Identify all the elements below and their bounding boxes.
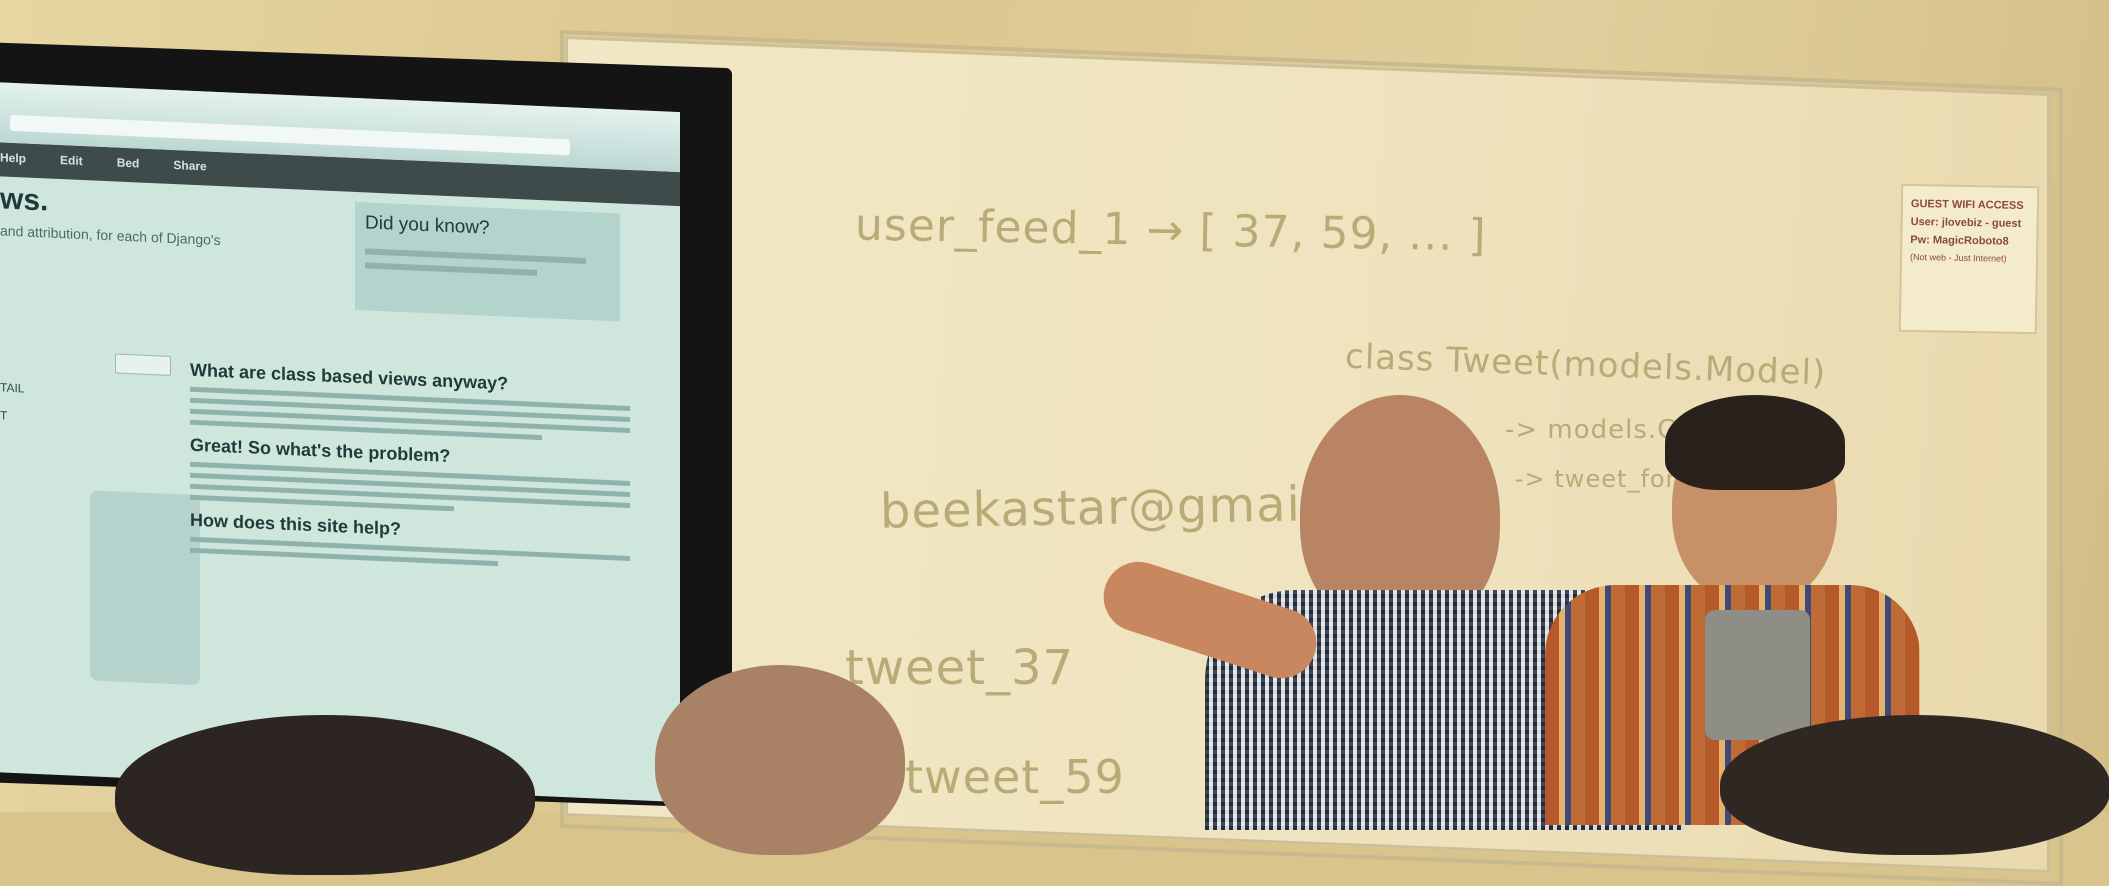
sign-line-3: Pw: MagicRoboto8 [1910, 233, 2009, 248]
audience-head [115, 715, 535, 875]
article: What are class based views anyway? Great… [190, 350, 630, 578]
text-line [365, 262, 537, 276]
menu-edit[interactable]: Edit [60, 153, 83, 169]
audience-head [1720, 715, 2109, 855]
board-text-email: beekastar@gmail [879, 476, 1316, 540]
hair [1665, 395, 1845, 490]
menu-help[interactable]: Help [0, 150, 27, 166]
sign-line-2: User: jlovebiz - guest [1910, 215, 2022, 230]
sidebar: TAIL T [0, 366, 170, 443]
text-line [365, 248, 586, 265]
sidebar-item[interactable]: T [0, 408, 8, 423]
guest-wifi-sign: GUEST WIFI ACCESS User: jlovebiz - guest… [1898, 183, 2040, 335]
did-you-know-title: Did you know? [365, 212, 490, 239]
audience-head [655, 665, 905, 855]
t-shirt [1705, 610, 1810, 740]
sidebar-item[interactable]: TAIL [0, 380, 25, 396]
menu-bed[interactable]: Bed [116, 155, 140, 171]
monitor-screen: Help Edit Bed Share ws. and attribution,… [0, 82, 680, 803]
gear-icon [90, 490, 200, 686]
sign-line-4: (Not web - Just Internet) [1909, 251, 2007, 264]
board-text-tweet-37: tweet_37 [845, 640, 1075, 696]
board-text-tweet-59: tweet_59 [905, 750, 1125, 804]
did-you-know-box: Did you know? [355, 201, 620, 322]
sign-line-1: GUEST WIFI ACCESS [1910, 197, 2024, 212]
menu-share[interactable]: Share [173, 158, 207, 174]
